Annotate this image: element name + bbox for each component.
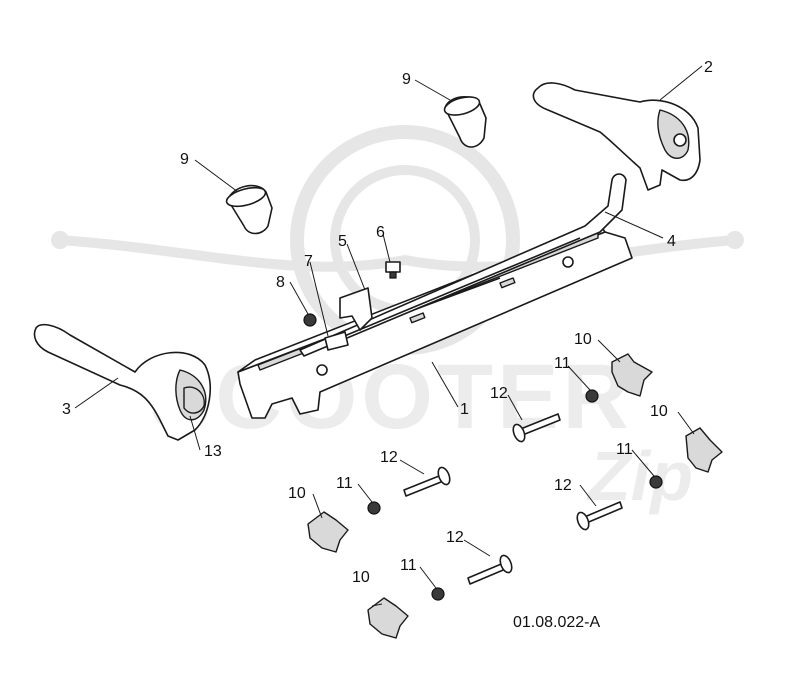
part-5-bracket bbox=[339, 287, 373, 331]
callout-7: 7 bbox=[304, 253, 313, 270]
callout-11-c: 11 bbox=[336, 475, 353, 492]
part-10-star-knob-d bbox=[367, 597, 409, 639]
part-6-screw bbox=[385, 261, 401, 279]
callout-11-b: 11 bbox=[616, 441, 633, 458]
part-12-bolt-d bbox=[467, 554, 513, 585]
leader-lines bbox=[74, 65, 703, 607]
callout-9-b: 9 bbox=[402, 71, 411, 88]
part-11-nuts bbox=[367, 389, 663, 601]
part-9-knob-b bbox=[443, 96, 487, 148]
part-9-knob-a bbox=[225, 184, 273, 235]
callout-3: 3 bbox=[62, 401, 71, 418]
callout-4: 4 bbox=[667, 233, 676, 250]
part-10-star-knob-c bbox=[307, 511, 349, 553]
callout-10-b: 10 bbox=[650, 403, 668, 420]
part-12-bolt-a bbox=[512, 413, 561, 443]
callout-13: 13 bbox=[204, 443, 222, 460]
watermark: SCOOTER Zip bbox=[51, 125, 744, 515]
callout-11-d: 11 bbox=[400, 557, 417, 574]
part-13-pivot-cap bbox=[183, 386, 205, 414]
part-10-star-knob-a bbox=[611, 353, 653, 397]
callout-8: 8 bbox=[276, 274, 285, 291]
callout-10-c: 10 bbox=[288, 485, 306, 502]
callout-5: 5 bbox=[338, 233, 347, 250]
watermark-script-text: Zip bbox=[586, 437, 693, 515]
part-7-spring bbox=[324, 331, 349, 351]
callout-12-c: 12 bbox=[554, 477, 572, 494]
callout-10-d: 10 bbox=[352, 569, 370, 586]
callout-10-a: 10 bbox=[574, 331, 592, 348]
callout-12-a: 12 bbox=[490, 385, 508, 402]
part-2-right-lever bbox=[532, 82, 701, 191]
callout-11-a: 11 bbox=[554, 355, 571, 372]
part-12-bolt-c bbox=[576, 501, 623, 531]
callout-12-b: 12 bbox=[380, 449, 398, 466]
callout-12-d: 12 bbox=[446, 529, 464, 546]
part-8-nut bbox=[303, 313, 317, 327]
part-3-left-lever bbox=[33, 323, 211, 441]
part-10-star-knob-b bbox=[685, 427, 723, 473]
diagram-code: 01.08.022-A bbox=[513, 614, 601, 631]
callout-2: 2 bbox=[704, 59, 713, 76]
part-12-bolt-b bbox=[403, 466, 451, 497]
callout-labels: 1 2 3 4 5 6 7 8 9 9 10 10 10 10 11 11 11… bbox=[62, 59, 713, 586]
callout-9-a: 9 bbox=[180, 151, 189, 168]
callout-1: 1 bbox=[460, 401, 469, 418]
callout-6: 6 bbox=[376, 224, 385, 241]
